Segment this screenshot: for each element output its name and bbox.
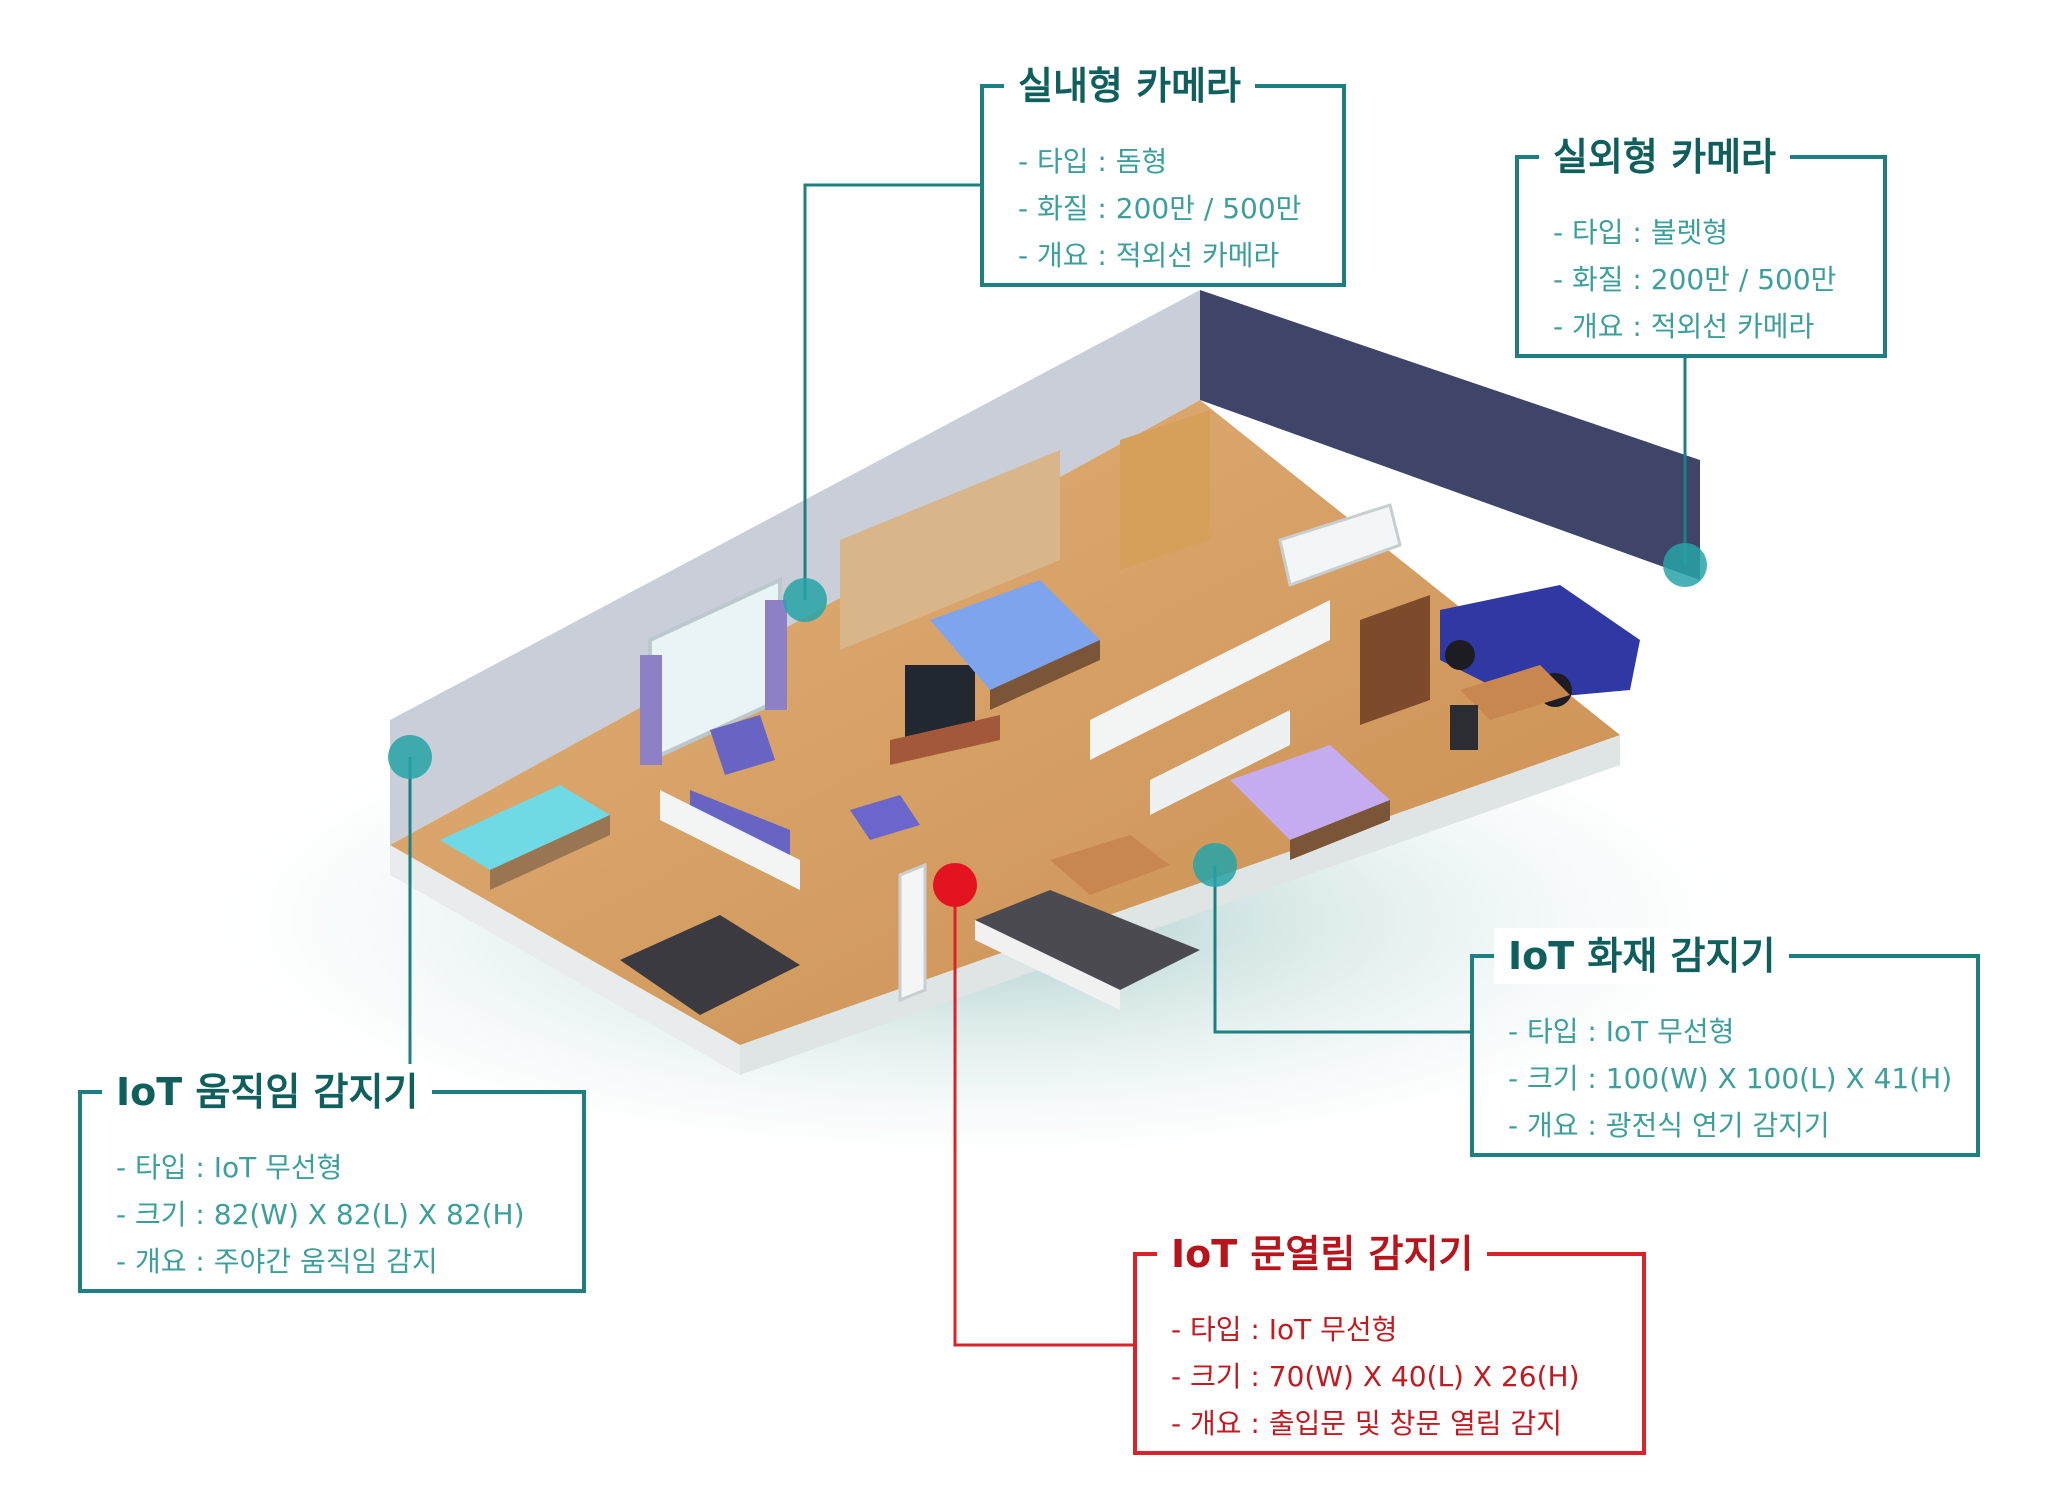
spec-line: - 타입 : 불렛형	[1553, 216, 1729, 249]
office-chair	[1450, 705, 1478, 750]
outdoor-camera-callout: 실외형 카메라 - 타입 : 불렛형 - 화질 : 200만 / 500만 - …	[1515, 129, 1887, 358]
motion-sensor-specs: - 타입 : IoT 무선형 - 크기 : 82(W) X 82(L) X 82…	[116, 1144, 525, 1285]
partition-bedroom-right	[1150, 710, 1290, 815]
tv-stand	[890, 715, 1000, 765]
connector-fire-sensor	[1213, 865, 1470, 1034]
outdoor-camera-dot[interactable]	[1663, 543, 1707, 587]
curtain-right	[765, 600, 787, 710]
motion-sensor-callout: IoT 움직임 감지기 - 타입 : IoT 무선형 - 크기 : 82(W) …	[78, 1064, 586, 1293]
spec-line: - 타입 : IoT 무선형	[1508, 1015, 1735, 1048]
spec-line: - 개요 : 적외선 카메라	[1018, 239, 1280, 272]
door-sensor-callout: IoT 문열림 감지기 - 타입 : IoT 무선형 - 크기 : 70(W) …	[1133, 1226, 1646, 1455]
spec-line: - 크기 : 82(W) X 82(L) X 82(H)	[116, 1198, 525, 1231]
fire-sensor-callout: IoT 화재 감지기 - 타입 : IoT 무선형 - 크기 : 100(W) …	[1470, 928, 1980, 1157]
ottoman	[850, 795, 920, 840]
connector-indoor-camera	[803, 183, 980, 600]
bed-blue	[930, 580, 1100, 690]
bed-lavender-base	[1290, 800, 1390, 860]
bathroom-floor	[620, 915, 800, 1015]
kitchen-counter	[975, 890, 1200, 990]
indoor-camera-callout: 실내형 카메라 - 타입 : 돔형 - 화질 : 200만 / 500만 - 개…	[980, 58, 1346, 287]
motion-sensor-dot[interactable]	[388, 735, 432, 779]
bed-lavender	[1230, 745, 1390, 840]
spec-line: - 화질 : 200만 / 500만	[1018, 192, 1302, 225]
bed-blue-base	[990, 640, 1100, 710]
armchair	[710, 715, 775, 775]
spec-line: - 개요 : 광전식 연기 감지기	[1508, 1109, 1830, 1142]
spec-line: - 타입 : IoT 무선형	[1171, 1313, 1398, 1346]
partition-living	[660, 790, 800, 890]
desk	[1460, 665, 1570, 720]
connector-door-sensor	[953, 885, 1133, 1347]
wardrobe	[1120, 410, 1210, 570]
door-sensor-dot[interactable]	[933, 863, 977, 907]
bed-cyan	[440, 785, 610, 870]
door-frame	[898, 862, 927, 1003]
bathtub	[1278, 503, 1402, 587]
spec-line: - 개요 : 주야간 움직임 감지	[116, 1245, 438, 1278]
door-sensor-specs: - 타입 : IoT 무선형 - 크기 : 70(W) X 40(L) X 26…	[1171, 1306, 1580, 1447]
kitchen-counter-front	[975, 920, 1120, 1010]
spec-line: - 크기 : 100(W) X 100(L) X 41(H)	[1508, 1062, 1953, 1095]
indoor-camera-title: 실내형 카메라	[1004, 58, 1255, 114]
fire-sensor-specs: - 타입 : IoT 무선형 - 크기 : 100(W) X 100(L) X …	[1508, 1008, 1952, 1149]
indoor-camera-specs: - 타입 : 돔형 - 화질 : 200만 / 500만 - 개요 : 적외선 …	[1018, 138, 1301, 279]
fire-sensor-title: IoT 화재 감지기	[1494, 928, 1790, 984]
slab-right-side	[740, 735, 1620, 1075]
wall-bedroom-back	[840, 450, 1060, 650]
outdoor-camera-title: 실외형 카메라	[1539, 129, 1790, 185]
spec-line: - 개요 : 출입문 및 창문 열림 감지	[1171, 1407, 1562, 1440]
outdoor-camera-specs: - 타입 : 불렛형 - 화질 : 200만 / 500만 - 개요 : 적외선…	[1553, 209, 1836, 350]
spec-line: - 개요 : 적외선 카메라	[1553, 310, 1815, 343]
spec-line: - 크기 : 70(W) X 40(L) X 26(H)	[1171, 1360, 1580, 1393]
bed-cyan-base	[490, 815, 610, 890]
dining-table	[1050, 835, 1170, 895]
spec-line: - 화질 : 200만 / 500만	[1553, 263, 1837, 296]
bookshelf	[1360, 595, 1430, 725]
spec-line: - 타입 : 돔형	[1018, 145, 1168, 178]
curtain-left	[640, 655, 662, 765]
slab-left-side	[390, 845, 740, 1075]
partition-center	[1090, 600, 1330, 760]
motion-sensor-title: IoT 움직임 감지기	[102, 1064, 433, 1120]
fire-sensor-dot[interactable]	[1193, 843, 1237, 887]
wall-back-right	[1200, 290, 1700, 580]
indoor-camera-dot[interactable]	[783, 578, 827, 622]
spec-line: - 타입 : IoT 무선형	[116, 1151, 343, 1184]
door-sensor-title: IoT 문열림 감지기	[1157, 1226, 1488, 1282]
wall-back-left	[390, 290, 1200, 845]
